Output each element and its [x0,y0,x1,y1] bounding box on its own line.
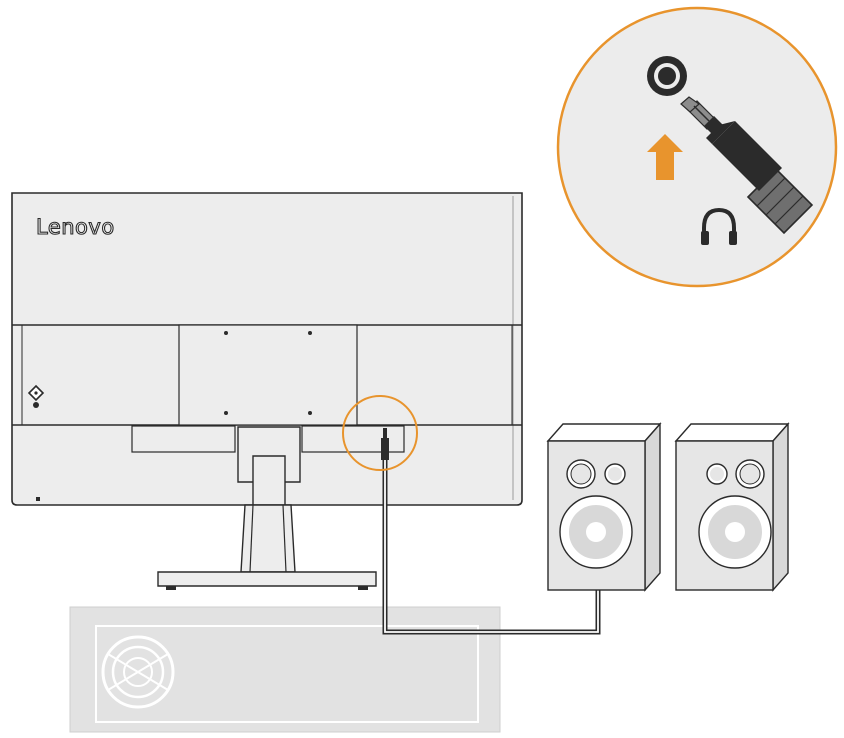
computer-case [69,606,501,733]
port-area-left [131,425,236,453]
audio-jack-icon [381,438,389,460]
audio-port-icon [647,56,687,96]
audio-cable [381,428,601,635]
speaker-left [546,422,662,592]
brand-logo: Lenovo [36,215,115,239]
speaker-right [674,422,790,592]
vesa-mount-plate [178,324,358,426]
up-arrow-icon [647,134,683,180]
monitor-rear: Lenovo [11,192,523,506]
zoom-detail-circle [556,6,838,288]
power-button [27,384,45,408]
audio-plug-icon [680,96,814,235]
port-highlight-circle [342,395,418,471]
monitor-stand [157,426,377,590]
headphone-icon [701,207,737,245]
case-fan-icon [101,635,175,709]
